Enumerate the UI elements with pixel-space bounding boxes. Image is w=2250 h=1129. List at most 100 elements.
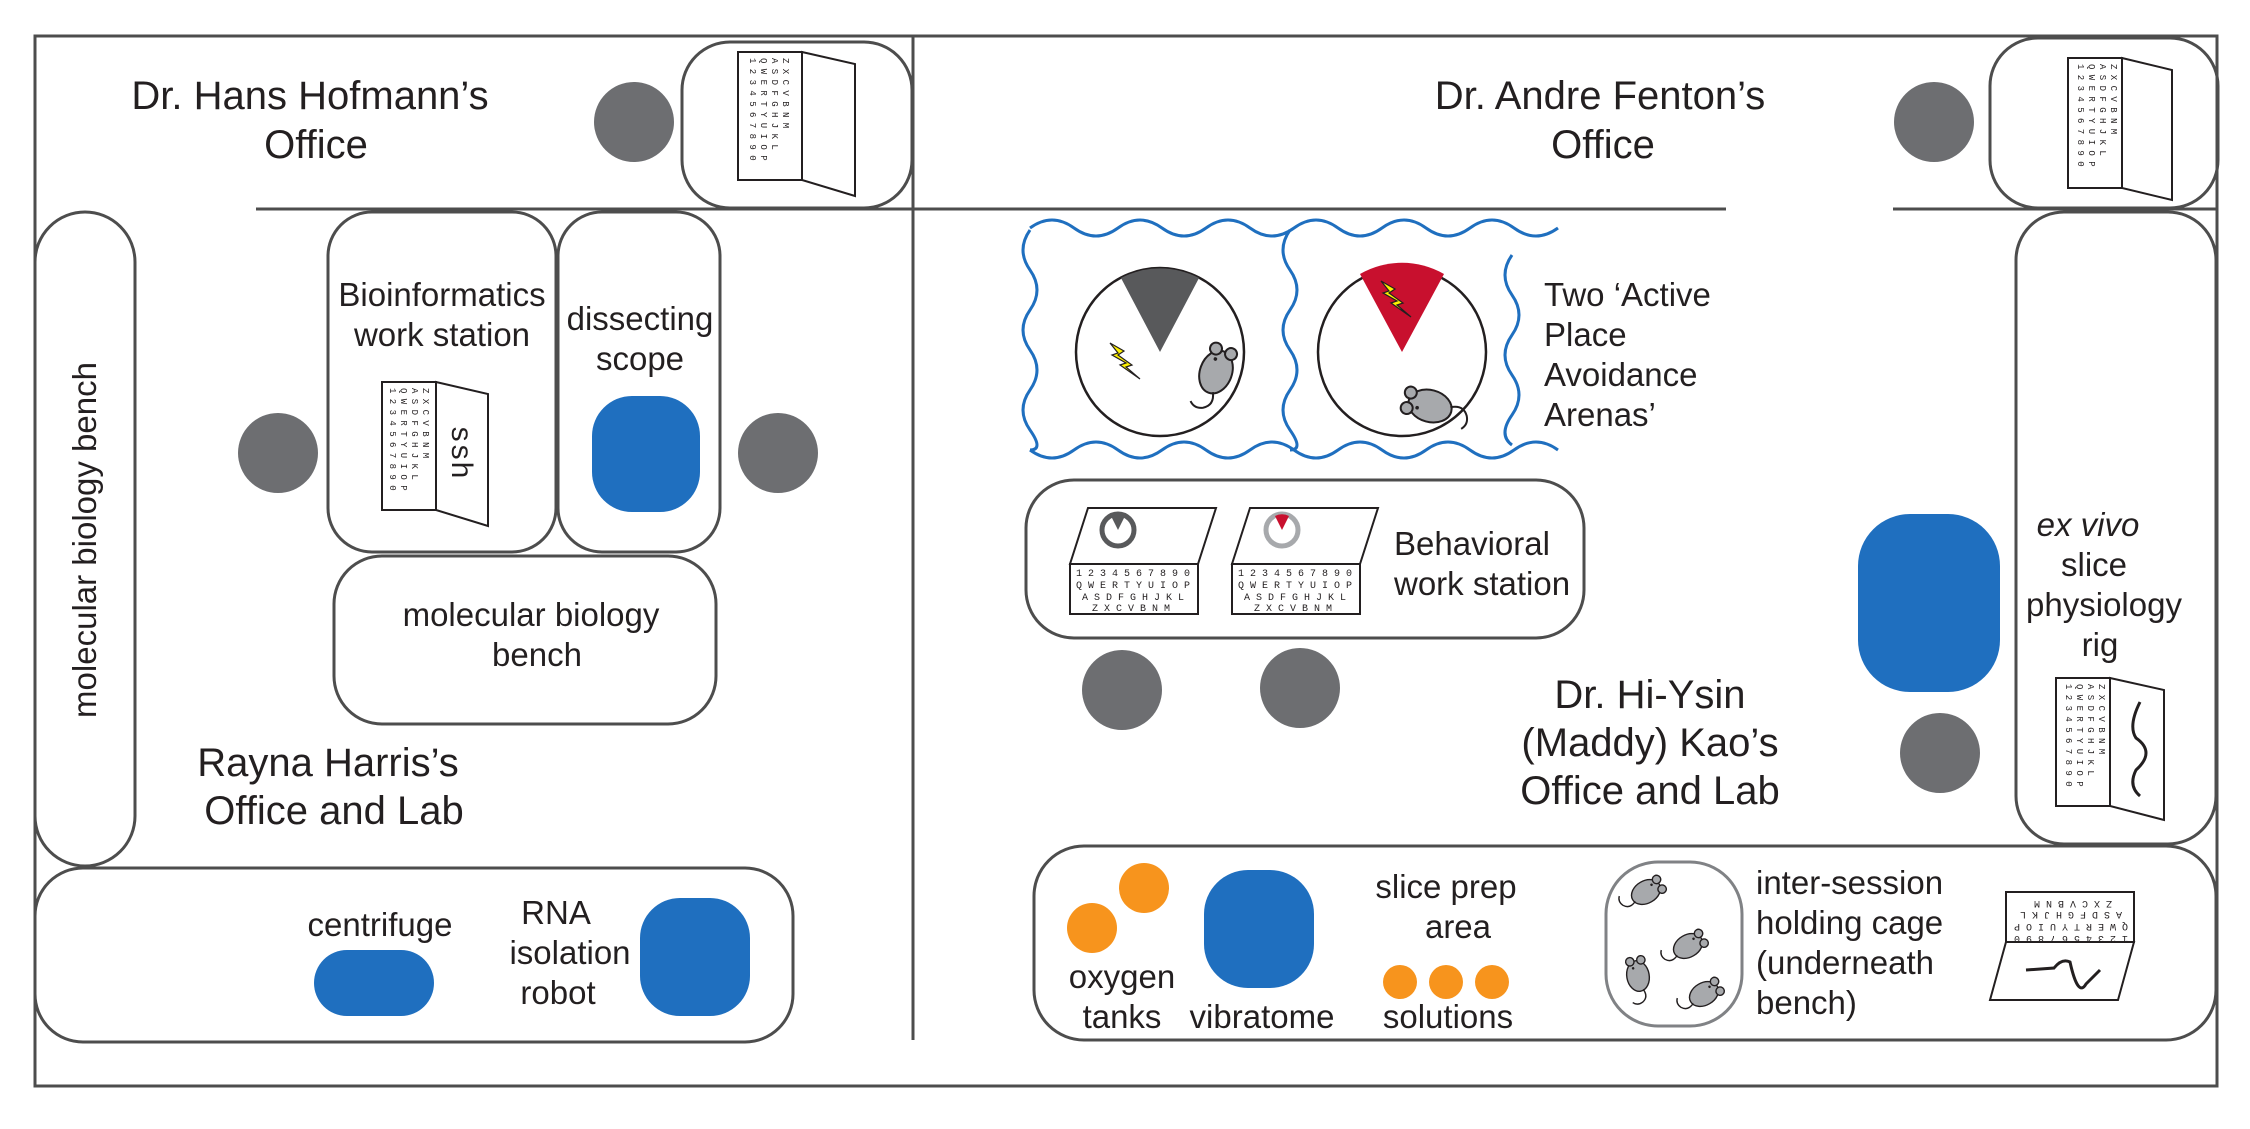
solution-bottle: [1429, 965, 1463, 999]
behavioral-station: 1 2 3 4 5 6 7 8 9 0 Q W E R T Y U I O P …: [1024, 478, 1586, 640]
keyboard-row3: A S D F G H J K L: [769, 58, 779, 150]
keyboard-row3: A S D F G H J K L: [2020, 908, 2122, 919]
arenas-label-line4: Arenas’: [1544, 396, 1656, 433]
oxygen-label-line1: oxygen: [1069, 958, 1175, 995]
keyboard-row1: 1 2 3 4 5 6 7 8 9 0: [2075, 64, 2085, 167]
fenton-office-title-line1: Dr. Andre Fenton’s: [1435, 74, 1766, 118]
computer-monitor-icon: 1 2 3 4 5 6 7 8 9 0 Q W E R T Y U I O P …: [1068, 507, 1218, 615]
harris-lab-title-line1: Rayna Harris’s: [197, 741, 459, 785]
centrifuge-bench: centrifuge RNA isolation robot: [33, 866, 795, 1044]
slice-rig-label-line4: rig: [2082, 626, 2119, 663]
keyboard-row4: Z X C V B N M: [780, 58, 790, 128]
arenas-label-line3: Avoidance: [1544, 356, 1698, 393]
holding-cage-label-line4: bench): [1756, 984, 1857, 1021]
oxygen-tank: [1067, 903, 1117, 953]
dissecting-scope-label-line2: scope: [596, 340, 684, 377]
keyboard-row1: 1 2 3 4 5 6 7 8 9 0: [747, 58, 757, 161]
mol-bio-bench: molecular biology bench: [332, 554, 718, 726]
centrifuge-label: centrifuge: [308, 906, 453, 943]
dissecting-scope-station: dissecting scope: [556, 210, 722, 554]
keyboard-row2: Q W E R T Y U I O P: [2014, 920, 2128, 931]
computer-monitor-icon: 1 2 3 4 5 6 7 8 9 0 Q W E R T Y U I O P …: [1988, 891, 2136, 1001]
rna-robot-equipment: [640, 898, 750, 1016]
arena-1: [1074, 266, 1246, 438]
kao-lab-title-line3: Office and Lab: [1520, 769, 1779, 813]
bioinformatics-station: Bioinformatics work station 1 2 3 4 5 6 …: [326, 210, 558, 554]
holding-cage-label-line1: inter-session: [1756, 864, 1943, 901]
keyboard-row4: Z X C V B N M: [1254, 604, 1332, 615]
hofmann-desk: 1 2 3 4 5 6 7 8 9 0 Q W E R T Y U I O P …: [680, 40, 914, 210]
slice-rig-label-line2: slice: [2061, 546, 2127, 583]
slice-prep-bench: oxygen tanks vibratome slice prep area s…: [1032, 844, 2218, 1042]
hofmann-office-label: Dr. Hans Hofmann’s Office: [131, 74, 488, 167]
mouse-icon: [1622, 954, 1655, 1006]
keyboard-row3: A S D F G H J K L: [1244, 593, 1346, 604]
electrophysiology-trace-icon: [2025, 959, 2102, 990]
ssh-screen-text: ssh: [442, 425, 476, 479]
keyboard-row1: 1 2 3 4 5 6 7 8 9 0: [2063, 684, 2073, 787]
keyboard-row2: Q W E R T Y U I O P: [2086, 64, 2096, 167]
place-avoidance-arenas: Two ‘Active Place Avoidance Arenas’: [1021, 218, 1711, 460]
computer-monitor-icon: 1 2 3 4 5 6 7 8 9 0 Q W E R T Y U I O P …: [1230, 507, 1380, 615]
chair-icon: [1900, 713, 1980, 793]
mol-bio-bench-vertical: molecular biology bench: [33, 210, 137, 868]
arena-2: [1316, 262, 1488, 438]
keyboard-row3: A S D F G H J K L: [409, 388, 419, 480]
computer-monitor-icon: 1 2 3 4 5 6 7 8 9 0 Q W E R T Y U I O P …: [2067, 56, 2173, 202]
wavy-arena-boundary: [1021, 218, 1559, 460]
fenton-office-label: Dr. Andre Fenton’s Office: [1435, 74, 1766, 167]
solution-bottle: [1383, 965, 1417, 999]
keyboard-row4: Z X C V B N M: [2108, 64, 2118, 134]
behavioral-label-line2: work station: [1393, 565, 1570, 602]
slice-rig-label-line3: physiology: [2026, 586, 2182, 623]
chair-icon: [1894, 82, 1974, 162]
centrifuge-equipment: [314, 950, 434, 1016]
oxygen-label-line2: tanks: [1083, 998, 1162, 1035]
computer-monitor-icon: 1 2 3 4 5 6 7 8 9 0 Q W E R T Y U I O P …: [381, 380, 489, 528]
dissecting-scope-equipment: [592, 396, 700, 512]
fenton-desk: 1 2 3 4 5 6 7 8 9 0 Q W E R T Y U I O P …: [1988, 36, 2220, 210]
behavioral-label-line1: Behavioral: [1394, 525, 1550, 562]
keyboard-row3: A S D F G H J K L: [2085, 684, 2095, 776]
slice-rig-label-line1: ex vivo: [2037, 506, 2140, 543]
keyboard-row4: Z X C V B N M: [420, 388, 430, 458]
keyboard-row2: Q W E R T Y U I O P: [1238, 581, 1352, 592]
arenas-label-line2: Place: [1544, 316, 1627, 353]
holding-cage-label-line2: holding cage: [1756, 904, 1943, 941]
shock-zone-red: [1360, 262, 1444, 352]
hofmann-office-title-line1: Dr. Hans Hofmann’s: [131, 74, 488, 118]
slice-rig-equipment: [1858, 514, 2000, 692]
holding-cage-label-line3: (underneath: [1756, 944, 1934, 981]
chair-icon: [594, 82, 674, 162]
mouse-icon: [1657, 925, 1712, 971]
solution-bottle: [1475, 965, 1509, 999]
vibratome-equipment: [1204, 870, 1314, 988]
chair-icon: [1082, 650, 1162, 730]
harris-lab-title-line2: Office and Lab: [204, 789, 463, 833]
slice-prep-label-line2: area: [1425, 908, 1492, 945]
rna-robot-label-line3: robot: [520, 974, 595, 1011]
kao-lab-title-line2: (Maddy) Kao’s: [1521, 721, 1778, 765]
kao-lab-title-line1: Dr. Hi-Ysin: [1554, 673, 1745, 717]
mouse-icon: [1673, 973, 1728, 1019]
solutions-label: solutions: [1383, 998, 1513, 1035]
rna-robot-label-line1: RNA: [521, 894, 591, 931]
harris-lab-label: Rayna Harris’s Office and Lab: [197, 741, 464, 833]
bioinformatics-label-line1: Bioinformatics: [338, 276, 545, 313]
slice-prep-label-line1: slice prep: [1375, 868, 1516, 905]
keyboard-row1: 1 2 3 4 5 6 7 8 9 0: [1238, 569, 1352, 580]
computer-monitor-icon: 1 2 3 4 5 6 7 8 9 0 Q W E R T Y U I O P …: [2055, 676, 2165, 822]
chair-icon: [238, 413, 318, 493]
keyboard-row3: A S D F G H J K L: [2097, 64, 2107, 156]
slice-physiology-rig: ex vivo slice physiology rig 1 2 3 4 5 6…: [2014, 210, 2218, 846]
rna-robot-label-line2: isolation: [509, 934, 630, 971]
mol-bio-bench-label-line1: molecular biology: [403, 596, 660, 633]
hofmann-office-title-line2: Office: [264, 123, 368, 167]
oxygen-tank: [1119, 863, 1169, 913]
keyboard-row1: 1 2 3 4 5 6 7 8 9 0: [1076, 569, 1190, 580]
keyboard-row4: Z X C V B N M: [1092, 604, 1170, 615]
chair-icon: [1260, 648, 1340, 728]
keyboard-row4: Z X C V B N M: [2096, 684, 2106, 754]
fenton-office-title-line2: Office: [1551, 123, 1655, 167]
chair-icon: [738, 413, 818, 493]
